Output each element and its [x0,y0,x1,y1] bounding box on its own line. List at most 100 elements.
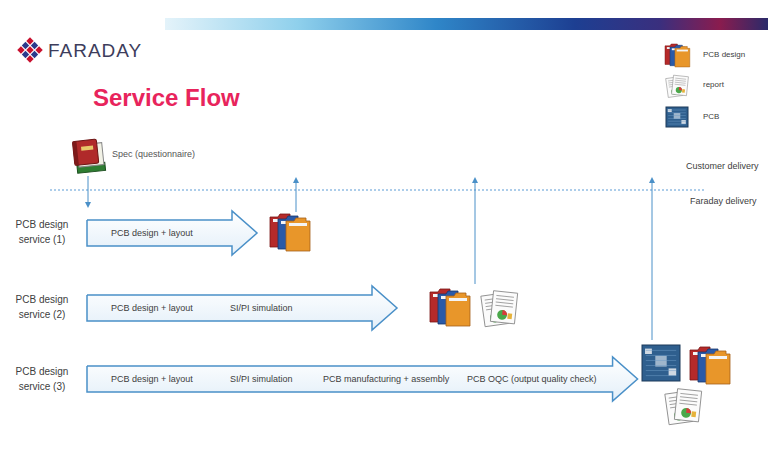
pcb-chip [669,368,677,375]
pcb-trace [668,115,686,116]
pcb-chip [681,120,685,124]
report-chart [691,411,696,417]
report-icon [666,75,689,97]
report-chart [682,89,685,93]
step-text: PCB design + layout [111,374,193,385]
delivery-arrow [296,180,297,212]
spec-icon [72,139,105,174]
pcb-trace [646,370,676,371]
pcb-trace [646,360,676,361]
logo-square [17,46,24,53]
report-page [672,75,689,95]
pcb-trace [646,375,676,376]
folder-paper [677,50,688,52]
folder [446,293,470,326]
folder [675,46,690,66]
folder [706,351,730,384]
step-text: PCB design + layout [111,228,193,239]
report-line [496,295,514,297]
process-arrow: PCB design + layout [86,210,258,256]
pcb-design-icon [665,44,690,67]
pcb-chip [645,349,652,354]
arrow-outline [87,211,257,255]
folder-paper [709,356,727,359]
logo-square [35,46,42,53]
process-arrow: PCB design + layout SI/PI simulation PCB m… [86,356,639,402]
legend-text: PCB design [703,50,745,60]
company-logo [17,37,42,62]
pcb-trace [646,365,676,366]
pcb-trace [646,350,676,351]
report-page [674,389,701,422]
pcb-design-icon [690,347,730,384]
step-text: SI/PI simulation [230,374,293,385]
logo-square [31,51,38,58]
report-line [679,403,697,405]
book-cover [72,139,98,165]
report-icon [665,389,702,425]
arrow-outline [87,286,397,330]
pcb-trace [668,118,686,119]
report-line [680,397,698,399]
logo-square [22,42,29,49]
report-icon [481,291,518,327]
header-bar [165,18,768,30]
report-line [675,78,686,79]
pcb-icon [666,107,688,127]
book-label [81,146,93,151]
pcb-icon [642,345,680,381]
pcb-design-icon [430,289,470,326]
report-chart [497,309,508,320]
logo-square [31,42,38,49]
step-text: PCB manufacturing + assembly [323,374,449,385]
report-chart [686,408,691,413]
report-line [675,80,686,81]
report-line [496,299,514,301]
step-text: SI/PI simulation [230,303,293,314]
legend-text: PCB [703,112,719,122]
folder [286,218,310,251]
delivery-arrow [475,180,476,284]
pcb-trace [668,124,686,125]
input-arrow [88,176,89,205]
pcb-chip [674,113,681,119]
report-chart [679,87,682,90]
logo-square [26,37,33,44]
report-chart [675,87,682,94]
pcb-board [642,345,680,381]
report-chart [502,310,507,315]
delivery-arrow [652,180,653,340]
company-name: FARADAY [48,40,142,63]
report-line [680,393,698,395]
lane-label: Faraday delivery [690,196,757,207]
report-line [495,305,513,307]
input-label: Spec (questionnaire) [112,149,195,160]
service-label: PCB design service (2) [8,293,76,322]
service-label: PCB design service (1) [8,218,76,247]
report-line [675,82,686,83]
pcb-trace [668,110,686,111]
process-arrow: PCB design + layoutSI/PI simulation [86,285,398,331]
logo-square [22,51,29,58]
logo-square [26,55,33,62]
folder-paper [449,298,467,301]
report-chart [507,313,512,319]
report-page [490,291,517,324]
report-line [675,84,686,85]
slide-title: Service Flow [93,84,240,113]
lane-label: Customer delivery [686,161,759,172]
report-line [680,400,698,402]
pcb-trace [668,121,686,122]
step-text: PCB OQC (output quality check) [467,374,597,385]
logo-square [26,46,33,53]
arrow-outline [87,357,638,401]
pcb-chip [668,109,672,112]
pcb-trace [668,112,686,113]
report-line [496,302,514,304]
delivery-divider [50,190,705,191]
pcb-design-icon [270,214,310,251]
folder-paper [289,223,307,226]
service-label: PCB design service (3) [8,365,76,394]
legend-text: report [703,80,724,90]
